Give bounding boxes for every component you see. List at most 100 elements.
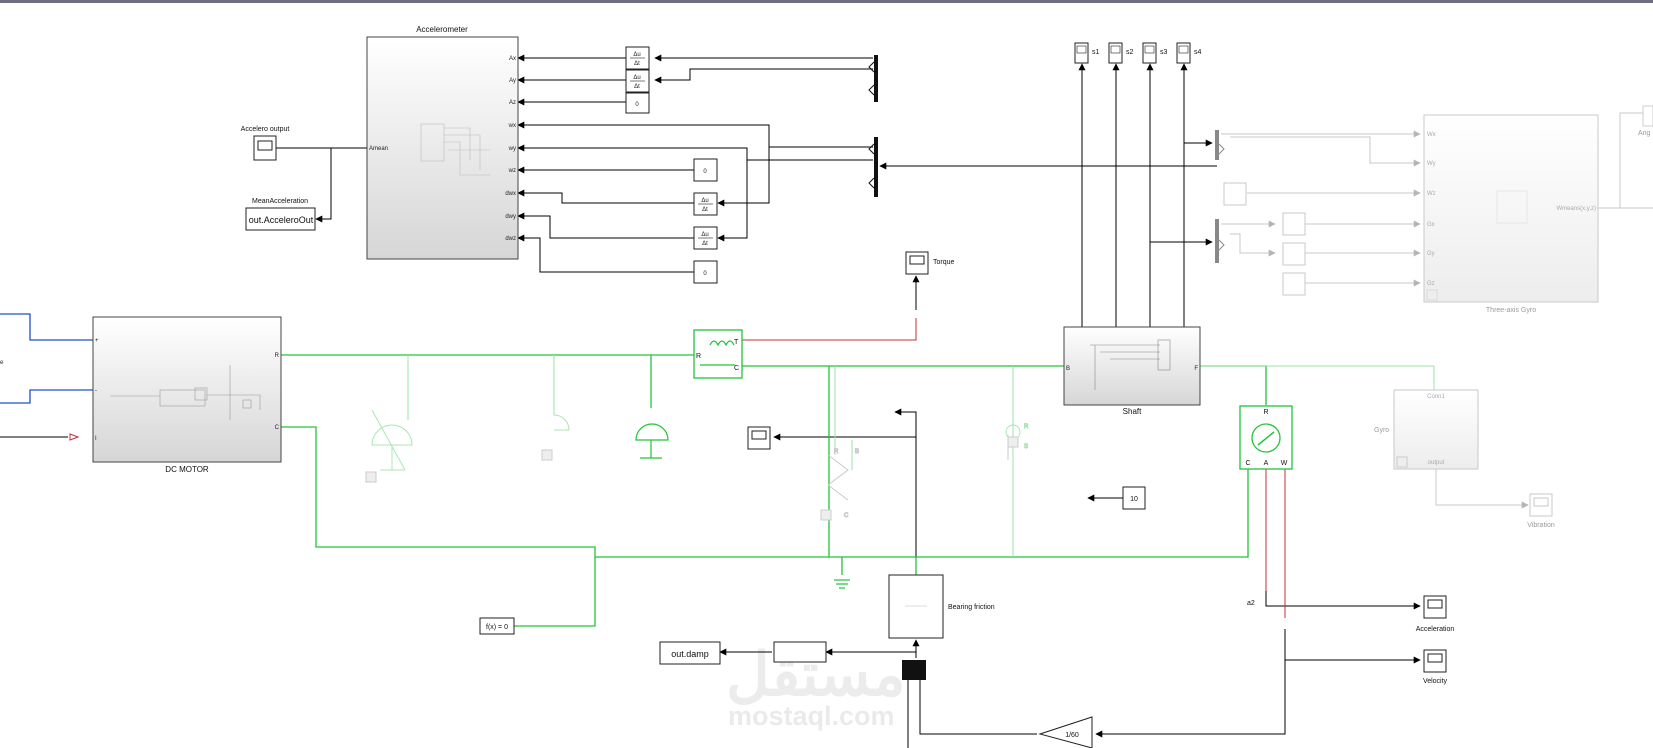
- dc-motor-block[interactable]: R C + - I DC MOTOR e: [0, 316, 282, 474]
- line-demux1-to-d2[interactable]: [654, 68, 873, 84]
- dc-motor-title: DC MOTOR: [165, 465, 209, 474]
- constant-10[interactable]: 10: [1122, 486, 1146, 510]
- torque-scope[interactable]: Torque: [905, 251, 955, 275]
- torque-sensor-block[interactable]: R T C: [693, 329, 743, 379]
- demux-2[interactable]: [874, 137, 878, 197]
- derivative-blocks: Δu Δt Δu Δt 0 0 Δu Δt Δu Δt: [625, 46, 718, 284]
- ground-icon[interactable]: [834, 579, 850, 589]
- inertia-component[interactable]: [635, 423, 669, 459]
- accelerometer-in-port: Amean: [369, 146, 388, 152]
- scope-s3-label: s3: [1160, 49, 1168, 56]
- torque-label: Torque: [933, 259, 955, 266]
- line-dwy[interactable]: [517, 212, 694, 239]
- line-to-d-wy[interactable]: [717, 160, 748, 242]
- accelerometer-body[interactable]: [366, 36, 519, 260]
- faint-deriv-2[interactable]: [1282, 242, 1306, 266]
- line-gain-to-mux[interactable]: [916, 671, 1037, 735]
- faint-const[interactable]: [1282, 272, 1306, 296]
- demux-1[interactable]: [874, 55, 878, 102]
- vel-sensor-body[interactable]: [1239, 405, 1293, 470]
- demux-gyro-1[interactable]: [1215, 130, 1219, 160]
- faint-component-2[interactable]: [541, 414, 570, 461]
- line-shaft-f[interactable]: [1200, 365, 1267, 405]
- constant-wz[interactable]: 0: [693, 158, 718, 182]
- gyro-sub-top: Conn1: [1427, 394, 1445, 400]
- accelero-output-scope[interactable]: Accelero output: [241, 126, 290, 161]
- scope-s1[interactable]: s1: [1074, 42, 1100, 64]
- faint-lines: [1007, 112, 1653, 509]
- derivative-dwy[interactable]: Δu Δt: [693, 226, 718, 250]
- deriv-num: Δu: [701, 198, 708, 204]
- out-damp-block[interactable]: out.damp: [659, 641, 721, 665]
- line-motor-c[interactable]: [281, 426, 596, 627]
- small-gain-block[interactable]: [773, 641, 827, 663]
- derivative-ay[interactable]: Δu Δt: [625, 69, 650, 93]
- line-to-gain[interactable]: [1095, 660, 1286, 738]
- mean-acceleration-display[interactable]: MeanAcceleration out.AcceleroOut: [245, 198, 316, 231]
- constant-10-value: 10: [1130, 496, 1138, 503]
- a2-label: a2: [1247, 600, 1255, 607]
- deriv-den: Δt: [634, 84, 640, 90]
- gyro-port-gy: Gy: [1427, 251, 1435, 257]
- shaft-port-f: F: [1194, 366, 1198, 372]
- mux-block[interactable]: [902, 660, 926, 680]
- line-to-acceleration[interactable]: [1265, 575, 1421, 610]
- velocity-sensor-block[interactable]: R C A W: [1239, 405, 1293, 470]
- gyro-body[interactable]: [1423, 114, 1599, 303]
- shaft-body[interactable]: [1063, 326, 1201, 406]
- line-wx[interactable]: [517, 121, 873, 148]
- faint-component-1[interactable]: [365, 409, 413, 483]
- line-ground-rail[interactable]: [595, 469, 1249, 558]
- gyro-subsystem[interactable]: Gyro Conn1 output: [1374, 389, 1479, 470]
- accelerometer-block[interactable]: Accelerometer Amean Ax Ay Az wx wy wz dw…: [366, 25, 519, 260]
- scope-screen: [257, 140, 273, 151]
- display-body[interactable]: [245, 207, 316, 231]
- derivative-ax[interactable]: Δu Δt: [625, 46, 650, 70]
- derivative-dwx[interactable]: Δu Δt: [693, 192, 718, 216]
- mean-acceleration-label: MeanAcceleration: [252, 198, 308, 205]
- line-dwz[interactable]: [517, 234, 694, 273]
- faint-source[interactable]: R S: [1005, 424, 1030, 451]
- motor-port-minus: -: [95, 388, 97, 394]
- port-wx: wx: [508, 123, 516, 129]
- bearing-friction-block[interactable]: Bearing friction: [888, 574, 995, 639]
- line-to-velocity[interactable]: [1284, 629, 1421, 664]
- constant-value: 0: [703, 271, 707, 277]
- line-amean-display[interactable]: [315, 148, 332, 223]
- deriv-den: Δt: [702, 241, 708, 247]
- three-axis-gyro-block[interactable]: Wx Wy Wz Gx Gy Gz Wmeans(x,y,z) Three-ax…: [1423, 105, 1653, 314]
- mechanical-lines: [281, 354, 1267, 627]
- port-ay: Ay: [509, 78, 516, 84]
- solver-config[interactable]: f(x) = 0: [479, 617, 515, 635]
- mid-scope[interactable]: [747, 426, 771, 450]
- scope-s4-label: s4: [1194, 49, 1202, 56]
- dc-motor-body[interactable]: [92, 316, 282, 463]
- motor-port-i: I: [95, 436, 97, 442]
- deriv-num: Δu: [633, 52, 640, 58]
- acceleration-scope[interactable]: Acceleration: [1416, 595, 1455, 633]
- line-wy[interactable]: [517, 144, 873, 161]
- scope-s2[interactable]: s2: [1108, 42, 1134, 64]
- line-to-d-wx[interactable]: [717, 147, 770, 207]
- demux-gyro-2[interactable]: [1215, 219, 1219, 263]
- line-dwx[interactable]: [517, 189, 694, 204]
- velocity-scope[interactable]: Velocity: [1423, 649, 1448, 685]
- scope-s4[interactable]: s4: [1176, 42, 1202, 64]
- gain-1-60[interactable]: 1/60: [1038, 716, 1093, 748]
- shaft-block[interactable]: B F Shaft: [1063, 326, 1201, 416]
- torque-sensor-body[interactable]: [693, 329, 743, 379]
- faint-spring[interactable]: R B C: [820, 449, 860, 521]
- constant-az[interactable]: 0: [625, 92, 650, 114]
- mech-components: R S R B C: [365, 409, 1030, 589]
- line-bf-up[interactable]: [894, 408, 917, 575]
- faint-block-1[interactable]: [1223, 182, 1247, 206]
- deriv-den: Δt: [702, 207, 708, 213]
- port-az: Az: [509, 100, 516, 106]
- faint-deriv-1[interactable]: [1282, 212, 1306, 236]
- constant-dwz[interactable]: 0: [693, 260, 718, 284]
- scope-s3[interactable]: s3: [1142, 42, 1168, 64]
- vibration-scope[interactable]: Vibration: [1527, 493, 1555, 529]
- bearing-friction-body[interactable]: [888, 574, 944, 639]
- gyro-out-port: Wmeans(x,y,z): [1556, 206, 1596, 212]
- accelerometer-thumbnail: [420, 123, 490, 176]
